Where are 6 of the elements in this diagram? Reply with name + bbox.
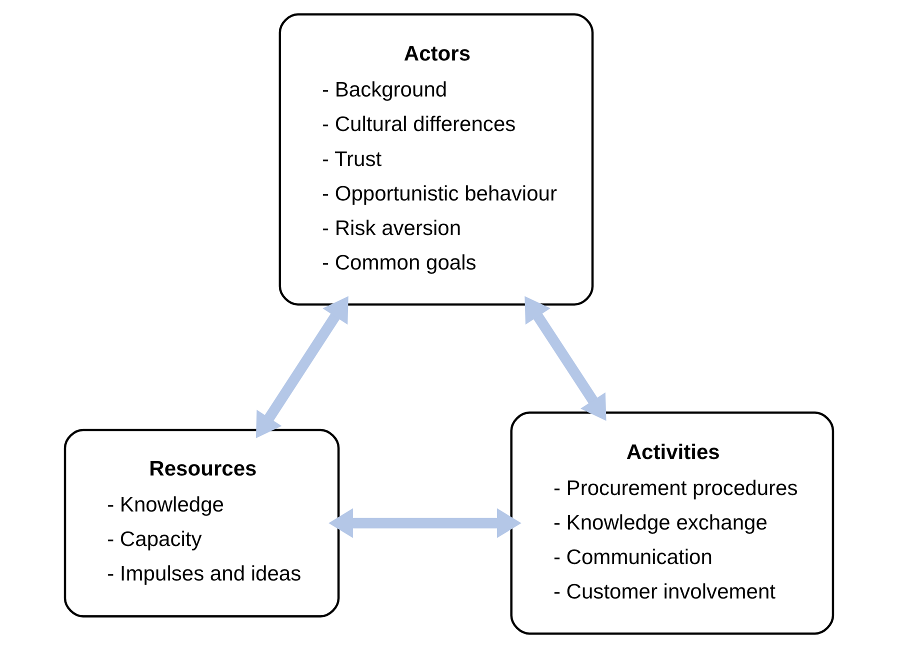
arrow	[328, 508, 521, 538]
arrow	[524, 296, 606, 421]
arrow	[255, 296, 348, 438]
node-box: Actors - Background - Cultural differences - Trust - Opportunistic behaviour - Risk aversion - Common goals	[278, 13, 594, 306]
node-box: Resources - Knowledge - Capacity - Impulses and ideas	[63, 428, 340, 618]
node-box: Activities - Procurement procedures - Knowledge exchange - Communication - Customer involvement	[510, 412, 834, 635]
